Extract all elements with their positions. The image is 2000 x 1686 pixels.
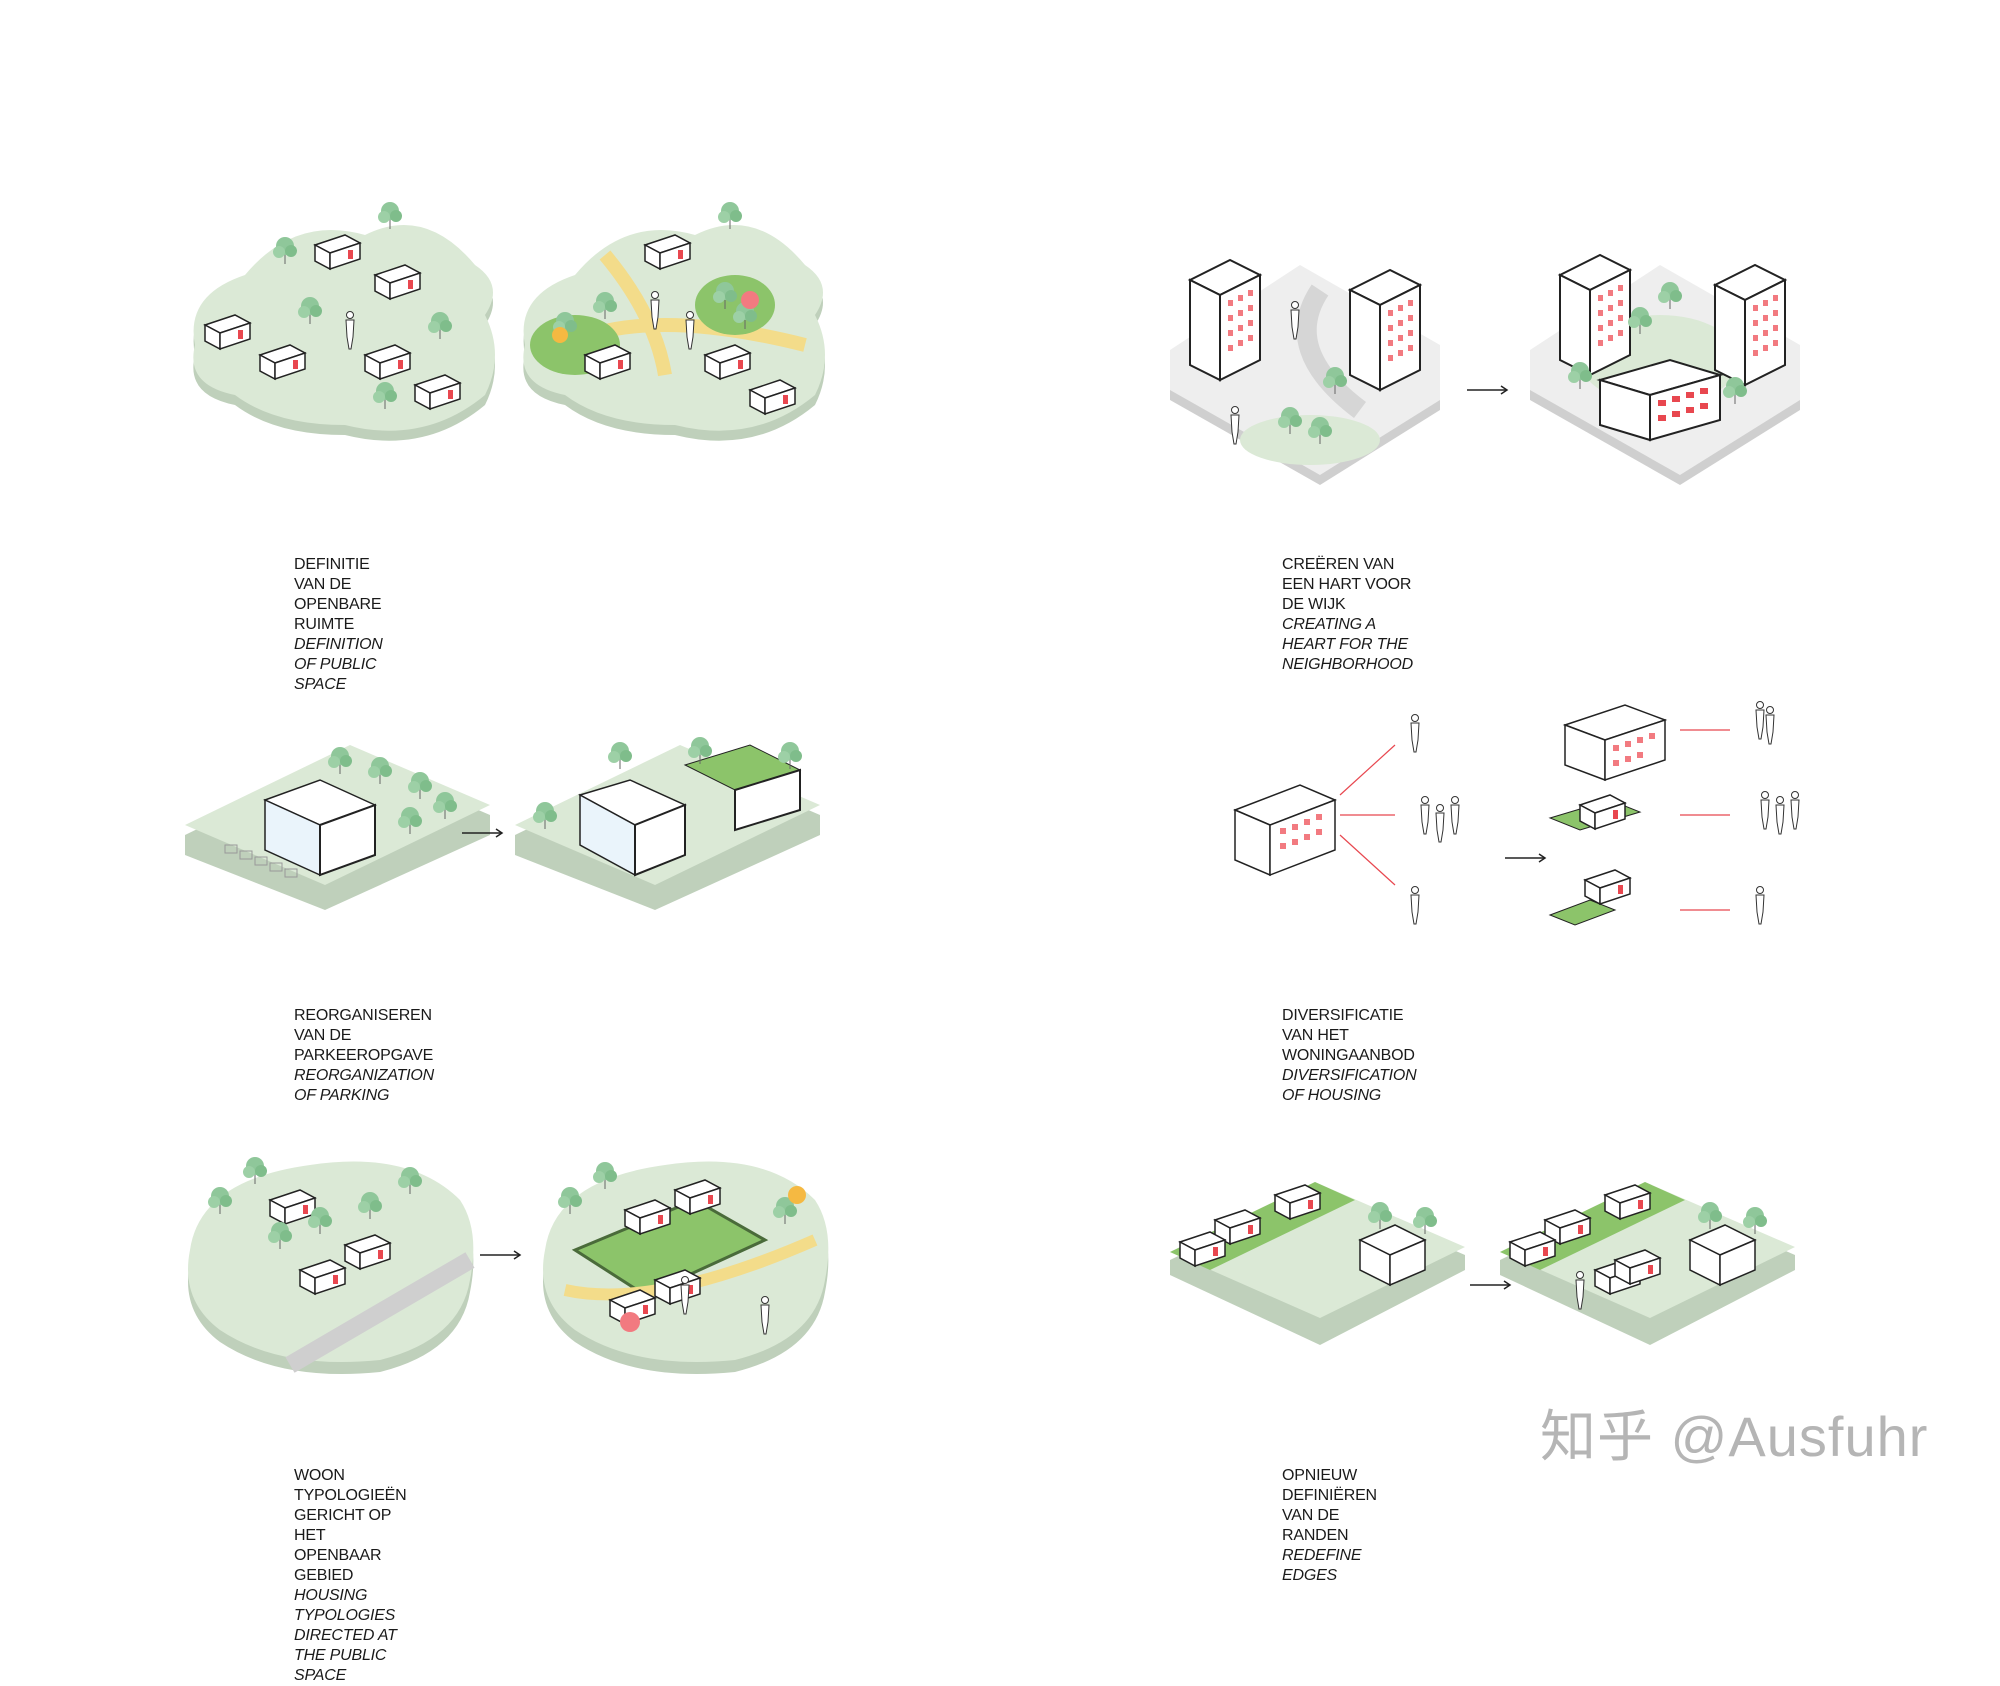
watermark: 知乎 @Ausfuhr bbox=[1540, 1405, 1929, 1468]
caption: DEFINITIE VAN DE OPENBARE RUIMTE DEFINIT… bbox=[294, 555, 383, 695]
caption-dutch: WOON TYPOLOGIEËN GERICHT OP HET OPENBAAR… bbox=[294, 1467, 407, 1584]
caption: REORGANISEREN VAN DE PARKEEROPGAVE REORG… bbox=[294, 1006, 434, 1106]
caption-dutch: OPNIEUW DEFINIËREN VAN DE RANDEN bbox=[1282, 1467, 1377, 1544]
caption-english: CREATING A HEART FOR THE NEIGHBORHOOD bbox=[1282, 616, 1413, 673]
caption: CREËREN VAN EEN HART VOOR DE WIJK CREATI… bbox=[1282, 555, 1413, 675]
caption-dutch: CREËREN VAN EEN HART VOOR DE WIJK bbox=[1282, 556, 1412, 613]
caption-english: DEFINITION OF PUBLIC SPACE bbox=[294, 636, 383, 693]
caption: OPNIEUW DEFINIËREN VAN DE RANDEN REDEFIN… bbox=[1282, 1466, 1377, 1586]
caption-dutch: DIVERSIFICATIE VAN HET WONINGAANBOD bbox=[1282, 1007, 1415, 1064]
parking-illustration bbox=[185, 736, 820, 910]
caption-english: REORGANIZATION OF PARKING bbox=[294, 1067, 435, 1104]
caption-dutch: REORGANISEREN VAN DE PARKEEROPGAVE bbox=[294, 1007, 434, 1064]
caption: DIVERSIFICATIE VAN HET WONINGAANBOD DIVE… bbox=[1282, 1006, 1417, 1106]
heart-neighborhood-illustration bbox=[1170, 254, 1800, 485]
caption: WOON TYPOLOGIEËN GERICHT OP HET OPENBAAR… bbox=[294, 1466, 407, 1686]
caption-english: HOUSING TYPOLOGIES DIRECTED AT THE PUBLI… bbox=[294, 1587, 397, 1684]
redefine-edges-illustration bbox=[1170, 1182, 1795, 1345]
caption-dutch: DEFINITIE VAN DE OPENBARE RUIMTE bbox=[294, 556, 382, 633]
public-space-illustration bbox=[193, 201, 825, 441]
diversification-illustration bbox=[1233, 701, 1800, 926]
caption-english: REDEFINE EDGES bbox=[1282, 1547, 1362, 1584]
caption-english: DIVERSIFICATION OF HOUSING bbox=[1282, 1067, 1417, 1104]
housing-typologies-illustration bbox=[188, 1156, 829, 1374]
